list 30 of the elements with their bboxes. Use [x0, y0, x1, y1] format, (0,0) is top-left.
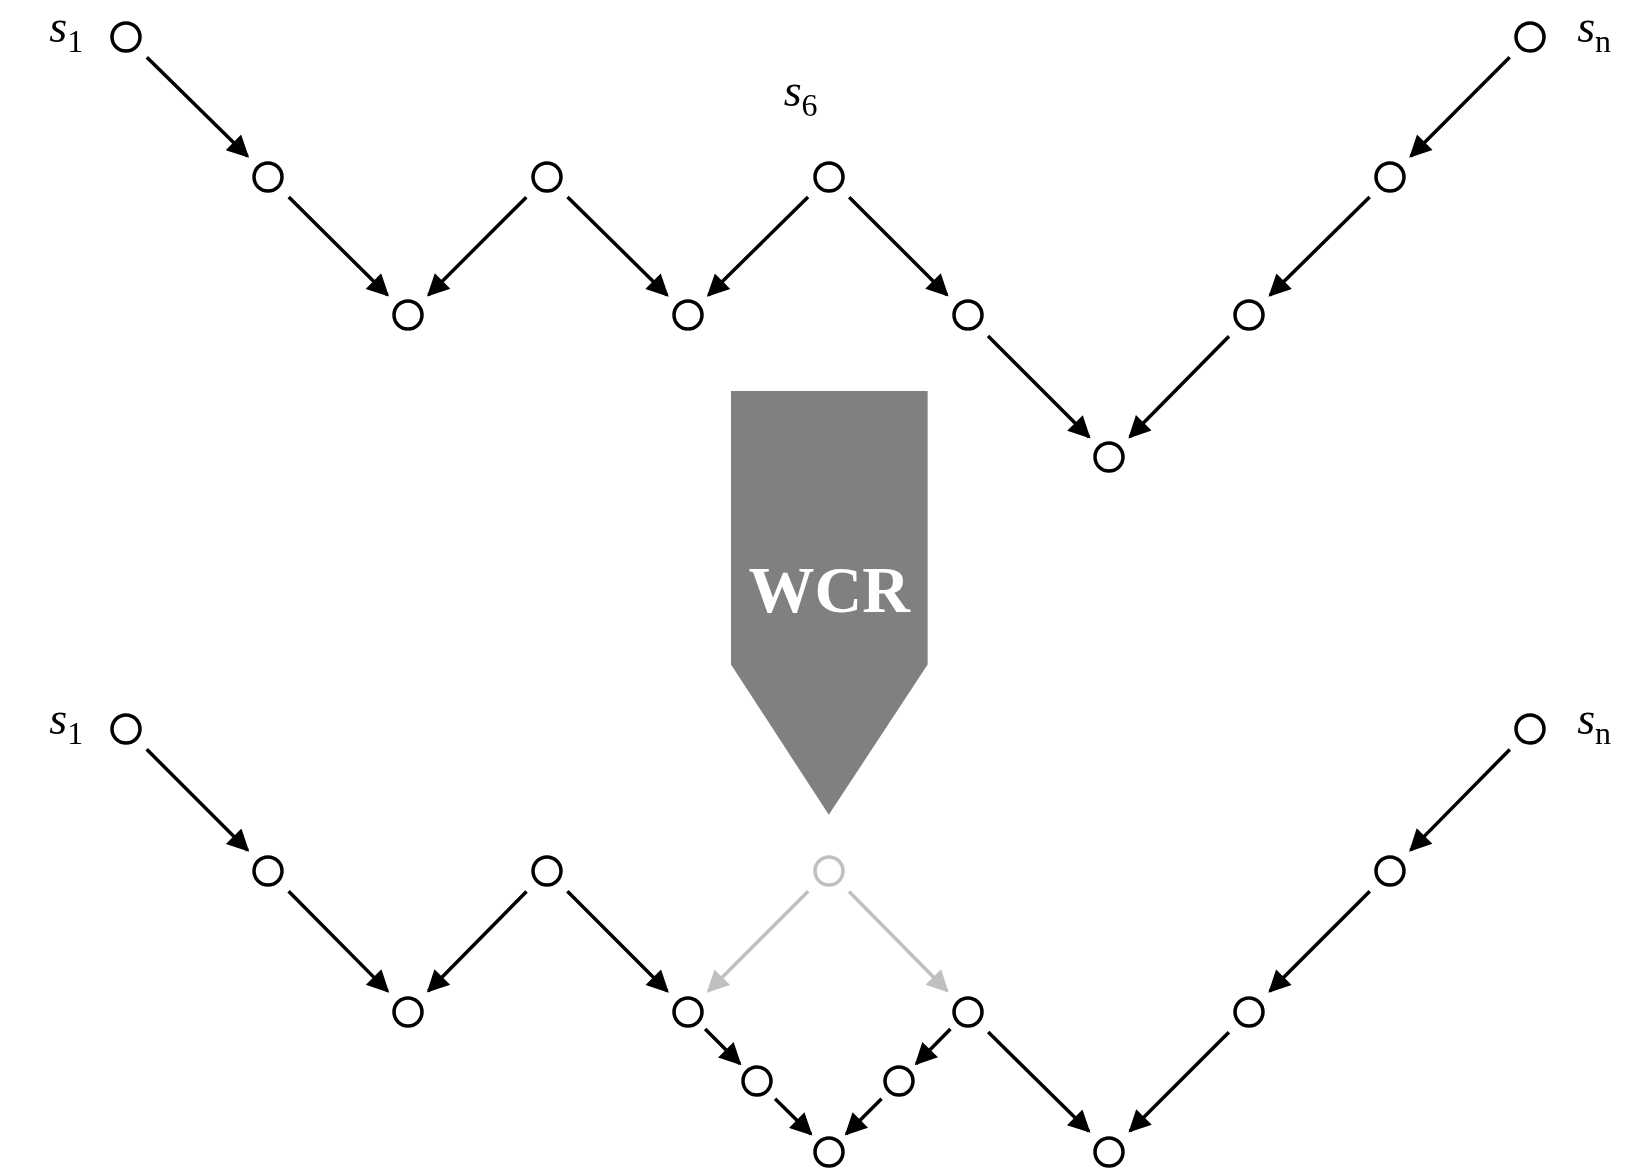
arrow	[1268, 195, 1371, 297]
arrow	[706, 195, 810, 297]
arrow	[1128, 1030, 1231, 1133]
arrow	[1268, 890, 1372, 993]
arrow	[706, 890, 810, 993]
arrow	[287, 890, 390, 993]
arrow-label: WCR	[748, 557, 910, 624]
arrow	[847, 195, 949, 297]
arrow	[145, 55, 250, 158]
arrow	[1409, 56, 1511, 158]
arrow	[426, 890, 528, 993]
arrow	[566, 890, 669, 993]
state-label: s$_{1}$	[49, 695, 84, 749]
arrow	[703, 1027, 742, 1066]
arrow	[773, 1097, 813, 1136]
arrow	[1409, 748, 1512, 852]
state-label: s$_{1}$	[49, 3, 84, 57]
arrow	[986, 1030, 1091, 1133]
state-label: s$_{6}$	[783, 68, 818, 122]
arrow	[914, 1027, 952, 1066]
arrow	[145, 748, 250, 852]
arrow	[847, 890, 949, 993]
arrow	[427, 195, 528, 297]
state-label: s$_{n}$	[1577, 3, 1612, 57]
arrow	[287, 195, 389, 297]
arrow	[986, 334, 1091, 439]
state-label: s$_{n}$	[1577, 695, 1612, 749]
arrow	[1128, 334, 1231, 439]
arrow	[566, 195, 669, 297]
arrow	[844, 1097, 883, 1136]
